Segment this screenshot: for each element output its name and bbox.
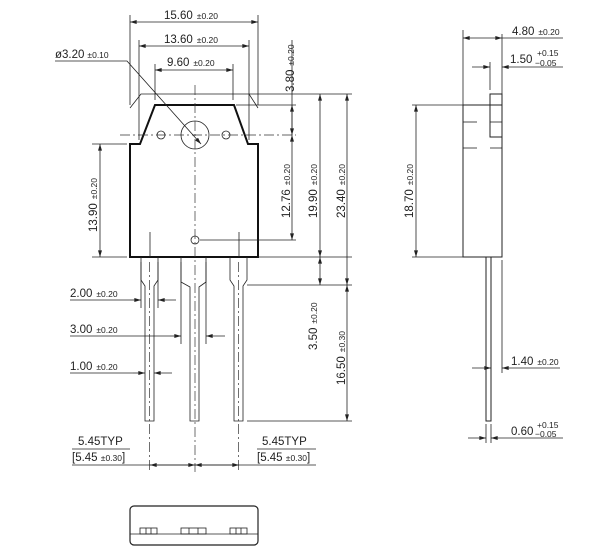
dimension-label: +0.15 <box>537 48 559 58</box>
dimension-label: −0.05 <box>535 429 557 439</box>
drawing-line <box>139 527 158 535</box>
dimension-label: 13.90 ±0.20 <box>88 178 100 232</box>
drawing-line <box>462 104 503 258</box>
dimension-label: ±0.30 <box>101 453 122 463</box>
dimension-label: 9.60 ±0.20 <box>167 57 215 69</box>
dimension-label: ±0.30 <box>286 453 307 463</box>
dimension-label: 2.00 ±0.20 <box>70 288 118 300</box>
dimension-label: 23.40 <box>336 189 348 218</box>
lead-pad-right <box>229 527 248 535</box>
dimension-label: 5.45TYP <box>78 436 123 448</box>
dimension-label: ±0.20 <box>197 35 218 45</box>
dimension-label: 3.00 ±0.20 <box>70 324 118 336</box>
dimension-label: −0.05 <box>535 58 557 68</box>
lead-pad-center <box>180 527 207 535</box>
dimension-label: ±0.20 <box>282 164 292 185</box>
dimension-label: ±0.20 <box>193 58 214 68</box>
pin-mark-right <box>221 130 231 140</box>
drawing-line <box>129 505 259 546</box>
dimension-label: ±0.20 <box>96 325 117 335</box>
dimension-label: 12.76 ±0.20 <box>281 164 293 218</box>
dimension-label: 1.00 <box>70 361 92 373</box>
dimension-label: ±0.20 <box>197 11 218 21</box>
drawing-line <box>229 527 248 535</box>
dimension-label: 2.00 <box>70 288 92 300</box>
mounting-hole <box>180 120 210 150</box>
dimension-label: ] <box>307 452 310 464</box>
dimension-label: 23.40 ±0.20 <box>336 164 348 218</box>
dimension-label: 5.45TYP <box>262 436 307 448</box>
dimension-label: 16.50 ±0.30 <box>336 331 348 385</box>
dimension-label: 4.80 <box>512 26 534 38</box>
dimension-label: [5.45 ±0.30] <box>72 452 125 464</box>
dimension-label: [5.45 <box>257 452 286 464</box>
dimension-label: 3.50 ±0.20 <box>308 302 320 350</box>
dimension-label: 3.80 ±0.20 <box>285 44 297 92</box>
dimension-label: ±0.20 <box>405 164 415 185</box>
dimension-label: ø3.20 <box>55 49 84 61</box>
body-outline <box>129 104 259 258</box>
dimension-label: 12.76 <box>281 189 293 218</box>
dimension-label: ±0.10 <box>87 50 108 60</box>
dimension-label: 1.00 ±0.20 <box>70 361 118 373</box>
front-view: 15.60±0.20 13.60±0.20 9.60±0.20 ø3.20±0.… <box>55 10 352 472</box>
dimension-label: 19.90 ±0.20 <box>308 164 320 218</box>
dimension-label: 15.60 ±0.20 <box>164 10 218 22</box>
dimension-label: 4.80 ±0.20 <box>512 26 560 38</box>
dimension-label: 9.60 <box>167 57 189 69</box>
dimension-label: ±0.20 <box>337 164 347 185</box>
lead-pad-left <box>139 527 158 535</box>
dimension-label: 18.70 <box>404 189 416 218</box>
dimension-label: 13.90 <box>88 203 100 232</box>
bottom-view <box>129 505 259 546</box>
lead-center <box>180 257 207 422</box>
dimension-label: 1.40 <box>511 356 533 368</box>
dimension-label: [5.45 ±0.30] <box>257 452 310 464</box>
dimension-label: 15.60 <box>164 10 193 22</box>
dimension-label: ±0.20 <box>537 357 558 367</box>
ejector-mark <box>190 235 200 245</box>
dimension-label: ±0.30 <box>337 331 347 352</box>
dimension-label: ] <box>122 452 125 464</box>
pin-mark-left <box>156 130 166 140</box>
dimension-label: ±0.20 <box>286 44 296 65</box>
dimension-label: ±0.20 <box>309 302 319 323</box>
dimension-label: ø3.20±0.10 <box>55 49 109 61</box>
drawing-line <box>485 256 492 422</box>
drawing-line <box>180 527 207 535</box>
dimension-label: 1.40 ±0.20 <box>511 356 559 368</box>
dimension-label: 1.50 <box>510 54 532 66</box>
dimension-label: 0.60 <box>511 426 533 438</box>
dimension-label: +0.15 <box>537 420 559 430</box>
dimension-label: 3.80 <box>285 70 297 92</box>
dimension-label: [5.45 <box>72 452 101 464</box>
dimension-label: 13.60 <box>164 34 193 46</box>
dimension-label: ±0.20 <box>538 27 559 37</box>
dimension-label: ±0.20 <box>309 164 319 185</box>
dimension-label: 13.60 ±0.20 <box>164 34 218 46</box>
dimension-label: ±0.20 <box>96 362 117 372</box>
drawing-line <box>489 93 503 138</box>
dimension-label: 18.70 ±0.20 <box>404 164 416 218</box>
dimension-label: ±0.20 <box>96 289 117 299</box>
dimension-label: 3.00 <box>70 324 92 336</box>
drawing-line <box>55 60 202 145</box>
dimension-label: 16.50 <box>336 356 348 385</box>
dimension-label: ±0.20 <box>89 178 99 199</box>
dimension-label: 3.50 <box>308 328 320 350</box>
dimension-label: 19.90 <box>308 189 320 218</box>
side-view: 4.80 ±0.20 1.50 +0.15 −0.05 18.70 ±0.20 1.… <box>404 26 563 443</box>
